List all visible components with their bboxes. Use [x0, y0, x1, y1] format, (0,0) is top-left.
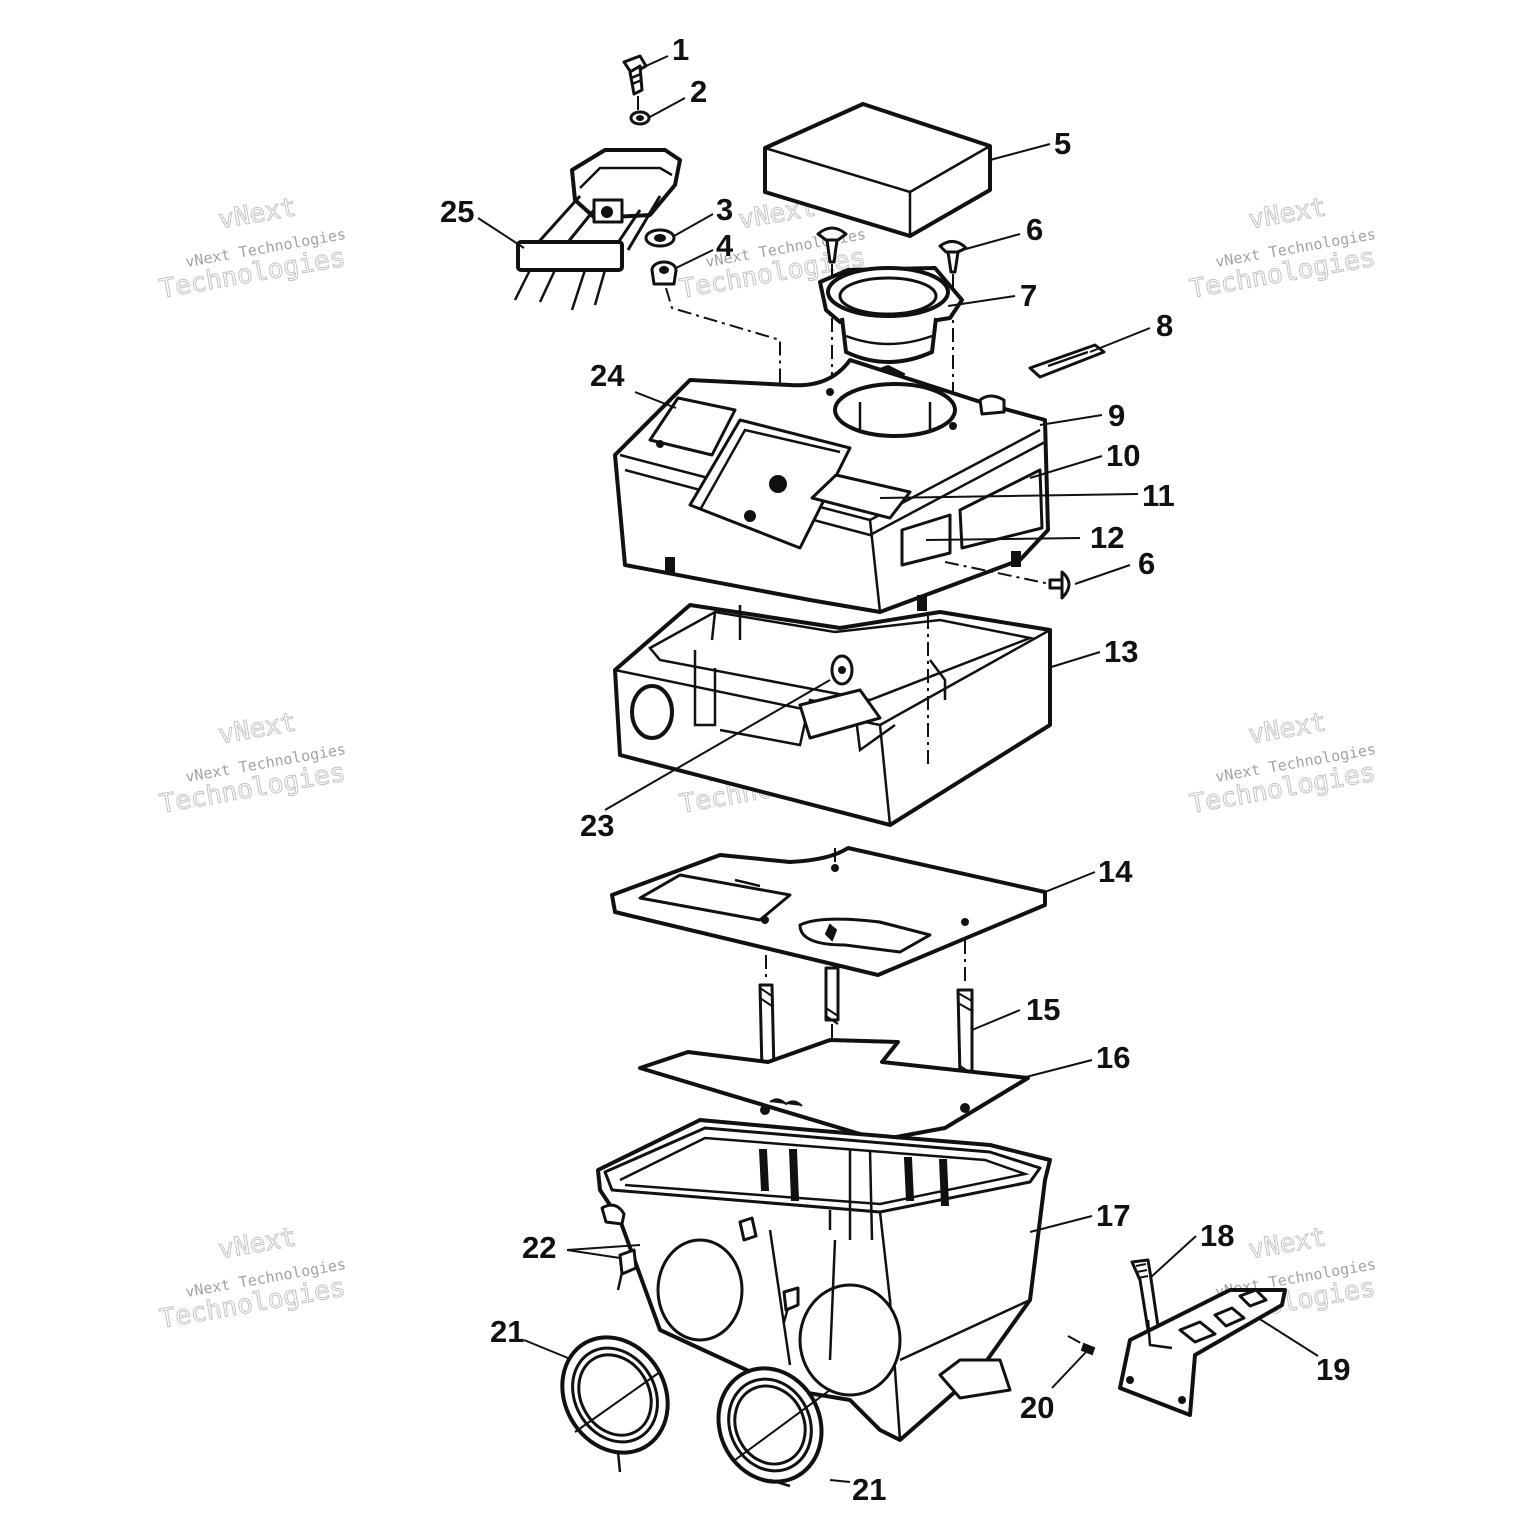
watermark-line1: vNext: [216, 192, 298, 235]
part-foam-filter: [763, 102, 992, 238]
watermark-top-right: vNext vNext Technologies Technologies: [1187, 192, 1378, 305]
part-airbox-base: [596, 1118, 1052, 1442]
watermark-middle-right: vNext vNext Technologies Technologies: [1187, 707, 1378, 820]
callout-12: 12: [1090, 520, 1124, 555]
part-push-rivet-right: [938, 240, 968, 274]
callout-20: 20: [1020, 1390, 1054, 1425]
callout-1: 1: [672, 32, 689, 67]
callout-16: 16: [1096, 1040, 1130, 1075]
callout-13: 13: [1104, 634, 1138, 669]
watermark-bottom-left: vNext vNext Technologies Technologies: [157, 1222, 348, 1335]
callout-25: 25: [440, 194, 474, 229]
watermark-line1: vNext: [1246, 707, 1328, 750]
callout-11: 11: [1142, 478, 1175, 513]
callout-17: 17: [1096, 1198, 1130, 1233]
part-decal-24: [648, 396, 737, 457]
callout-21-left: 21: [490, 1314, 524, 1349]
callout-10: 10: [1106, 438, 1140, 473]
callout-3: 3: [716, 192, 733, 227]
callout-6-top: 6: [1026, 212, 1043, 247]
part-gasket-plate: [610, 846, 1047, 977]
part-clamp-ring-left: [560, 1335, 670, 1473]
part-clamp-bracket: [513, 148, 682, 311]
callout-22: 22: [522, 1230, 556, 1265]
watermark-line1: vNext: [216, 1222, 298, 1265]
part-decal-11: [810, 473, 912, 520]
callout-numbers: 1 2 3 4 5 6 6 7 8 9 10 11 12 13 14 15 16…: [440, 32, 1350, 1507]
part-screw: [622, 54, 648, 96]
watermark-line1: vNext: [1246, 192, 1328, 235]
callout-2: 2: [690, 74, 707, 109]
callout-15: 15: [1026, 992, 1060, 1027]
part-filter-boot: [818, 266, 964, 385]
callout-24: 24: [590, 358, 625, 393]
callout-23: 23: [580, 808, 614, 843]
watermark-line1: vNext: [1246, 1222, 1328, 1265]
callout-19: 19: [1316, 1352, 1350, 1387]
part-fitting-right: [782, 1286, 800, 1323]
part-base-plate: [638, 1038, 1030, 1142]
callout-14: 14: [1098, 854, 1133, 889]
part-decal-10: [958, 468, 1044, 550]
part-airbox-housing: [613, 603, 1052, 827]
part-decal-strip: [1028, 343, 1106, 379]
part-small-screw: [1067, 1335, 1096, 1356]
leader-lines: [477, 55, 1319, 1483]
part-push-rivet-left: [816, 226, 848, 264]
part-grommet: [650, 260, 678, 286]
callout-7: 7: [1020, 278, 1037, 313]
clamp-ring-centerlines: [574, 1371, 831, 1461]
rivet-axis-line-side: [944, 561, 1051, 585]
callout-8: 8: [1156, 308, 1173, 343]
callout-21-bottom: 21: [852, 1472, 886, 1507]
part-flat-washer: [644, 228, 676, 248]
part-push-rivet-side: [1048, 570, 1071, 600]
part-washer: [629, 110, 651, 126]
callout-5: 5: [1054, 126, 1071, 161]
watermark-top-left: vNext vNext Technologies Technologies: [157, 192, 348, 305]
watermark-line1: vNext: [216, 707, 298, 750]
watermark-middle-left: vNext vNext Technologies Technologies: [157, 707, 348, 820]
callout-9: 9: [1108, 398, 1125, 433]
callout-6-side: 6: [1138, 546, 1155, 581]
part-stud-right: [956, 940, 976, 1088]
part-mount-bracket: [1118, 1288, 1287, 1417]
part-fitting-left: [616, 1248, 638, 1291]
callout-4: 4: [716, 228, 734, 263]
callout-18: 18: [1200, 1218, 1234, 1253]
